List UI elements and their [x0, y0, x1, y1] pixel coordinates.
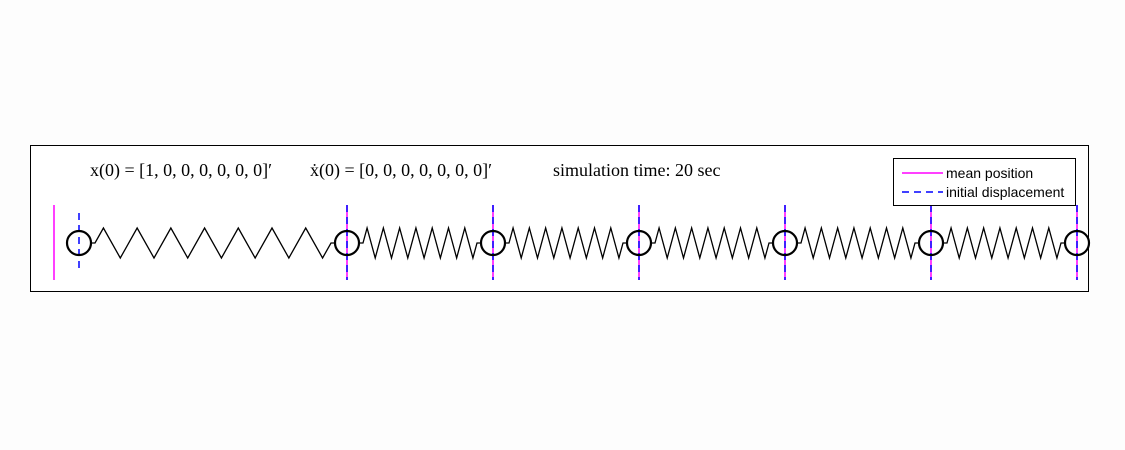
simulation-time-annotation: simulation time: 20 sec	[553, 160, 720, 180]
initial-displacement-annotation: x(0) = [1, 0, 0, 0, 0, 0, 0]′	[90, 160, 272, 181]
spring-3	[505, 225, 627, 261]
mass-6	[917, 229, 945, 257]
mass-5	[771, 229, 799, 257]
legend-initial-displacement-label: initial displacement	[946, 184, 1064, 200]
spring-4	[651, 225, 773, 261]
spring-2	[359, 225, 481, 261]
mass-7	[1063, 229, 1091, 257]
mass-3	[479, 229, 507, 257]
spring-6	[943, 225, 1065, 261]
mass-4	[625, 229, 653, 257]
legend: mean position initial displacement	[893, 158, 1076, 206]
legend-mean-position-label: mean position	[946, 165, 1033, 181]
spring-1	[91, 226, 335, 260]
mass-spring-system	[65, 205, 1091, 280]
mass-2	[333, 229, 361, 257]
spring-5	[797, 225, 919, 261]
legend-box	[893, 158, 1076, 206]
mass-1	[65, 229, 93, 257]
initial-velocity-annotation: ẋ(0) = [0, 0, 0, 0, 0, 0, 0]′	[310, 160, 492, 181]
